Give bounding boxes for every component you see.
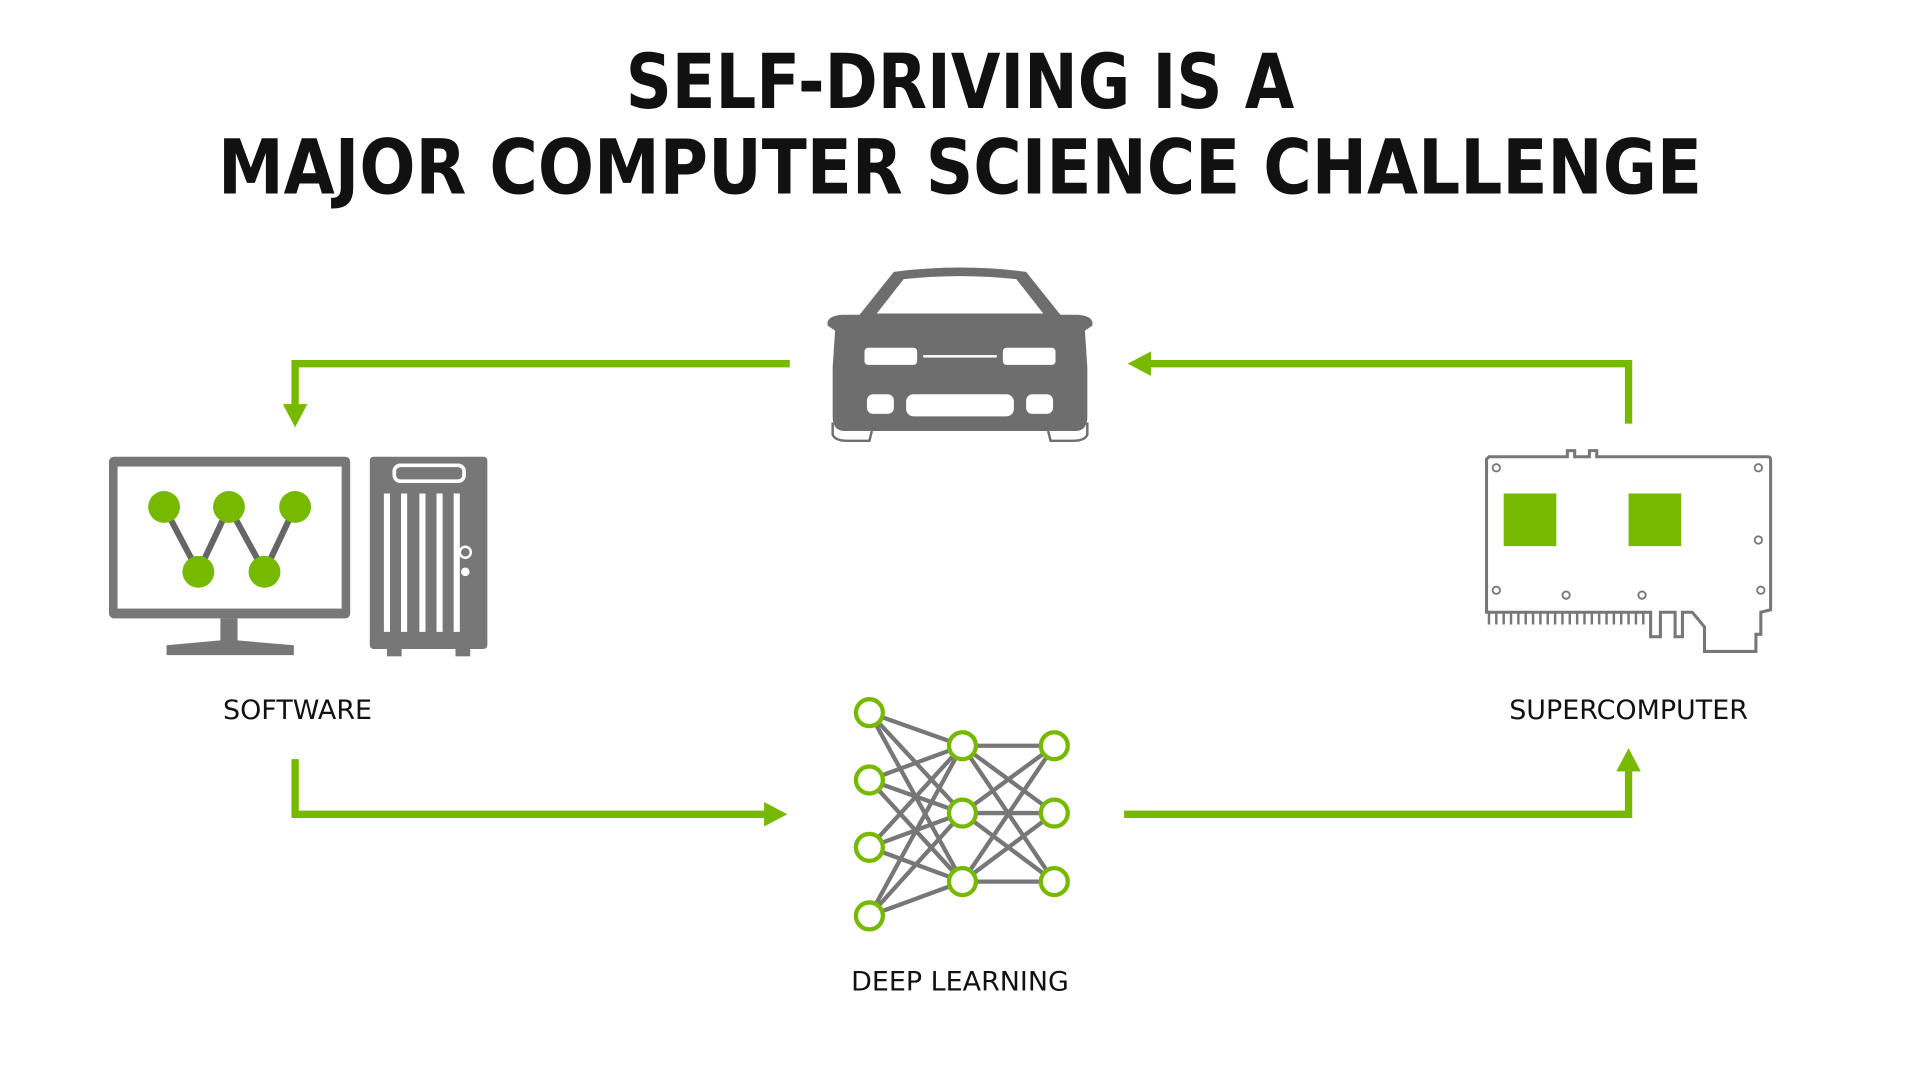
network-node — [853, 900, 885, 932]
network-node — [1038, 730, 1070, 762]
supercomputer-label: SUPERCOMPUTER — [1509, 695, 1748, 726]
deep-learning-label: DEEP LEARNING — [851, 967, 1069, 998]
network-edge — [868, 710, 964, 748]
computer-tower-icon — [369, 456, 488, 657]
network-node — [1038, 866, 1070, 898]
network-node — [853, 764, 885, 796]
network-node — [853, 697, 885, 729]
network-edge — [868, 743, 964, 783]
network-node — [946, 866, 979, 898]
arrow-car-to-software — [282, 360, 790, 428]
car-icon — [827, 267, 1093, 443]
network-node — [853, 831, 885, 863]
software-label: SOFTWARE — [223, 695, 372, 726]
arrow-supercomputer-to-car — [1127, 351, 1633, 424]
network-edge — [960, 744, 1057, 883]
title-line-1: SELF-DRIVING IS A — [626, 38, 1295, 126]
arrow-software-to-deep-learning — [291, 759, 788, 827]
network-node — [946, 730, 979, 762]
arrow-deep-learning-to-supercomputer — [1124, 748, 1641, 818]
monitor-icon — [108, 456, 351, 656]
network-node — [1038, 797, 1070, 829]
network-edge — [961, 811, 1056, 884]
network-edge — [961, 743, 1056, 815]
gpu-board-icon — [1485, 449, 1773, 653]
network-edge — [868, 879, 964, 918]
network-edge — [867, 744, 965, 849]
neural-network-icon — [853, 697, 1070, 932]
title-line-2: MAJOR COMPUTER SCIENCE CHALLENGE — [218, 123, 1702, 211]
network-node — [946, 797, 979, 829]
network-edge — [867, 744, 965, 917]
network-edge — [867, 811, 965, 918]
